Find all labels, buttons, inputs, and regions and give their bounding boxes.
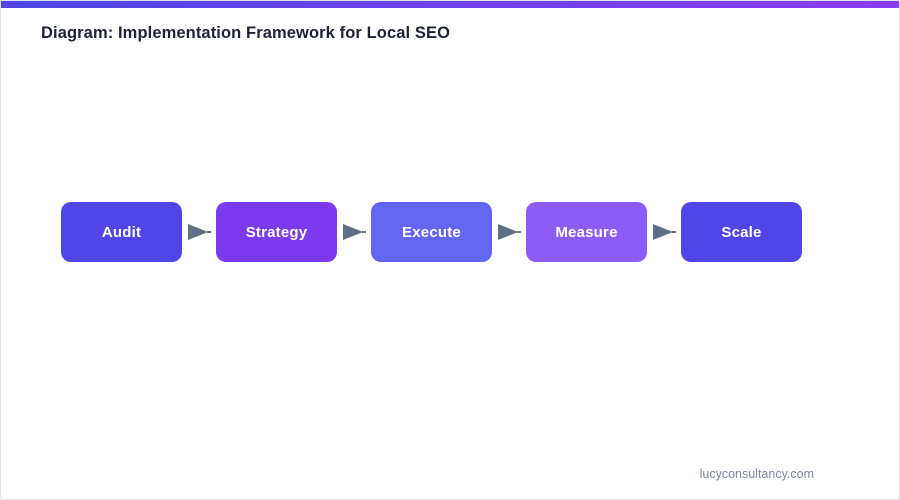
arrow-right-triangle-icon (337, 202, 371, 262)
arrow-right-triangle-icon (182, 202, 216, 262)
flow-node-measure[interactable]: Measure (526, 202, 647, 262)
flow-node-label: Execute (402, 223, 461, 241)
flow-node-scale[interactable]: Scale (681, 202, 802, 262)
flow-node-label: Audit (101, 223, 142, 241)
flow-node-strategy[interactable]: Strategy (216, 202, 337, 262)
flow-node-label: Measure (555, 223, 618, 241)
flow-node-audit[interactable]: Audit (61, 202, 182, 262)
arrow-right-triangle-icon (492, 202, 526, 262)
flow-node-execute[interactable]: Execute (371, 202, 492, 262)
flow-node-label: Scale (721, 223, 762, 241)
footer-source-label: lucyconsultancy.com (699, 467, 814, 481)
top-accent-bar (1, 1, 899, 8)
page-title: Diagram: Implementation Framework for Lo… (41, 24, 451, 42)
process-flow-row: Audit Strategy Execute (61, 202, 802, 262)
flow-node-label: Strategy (245, 223, 308, 241)
arrow-right-triangle-icon (647, 202, 681, 262)
